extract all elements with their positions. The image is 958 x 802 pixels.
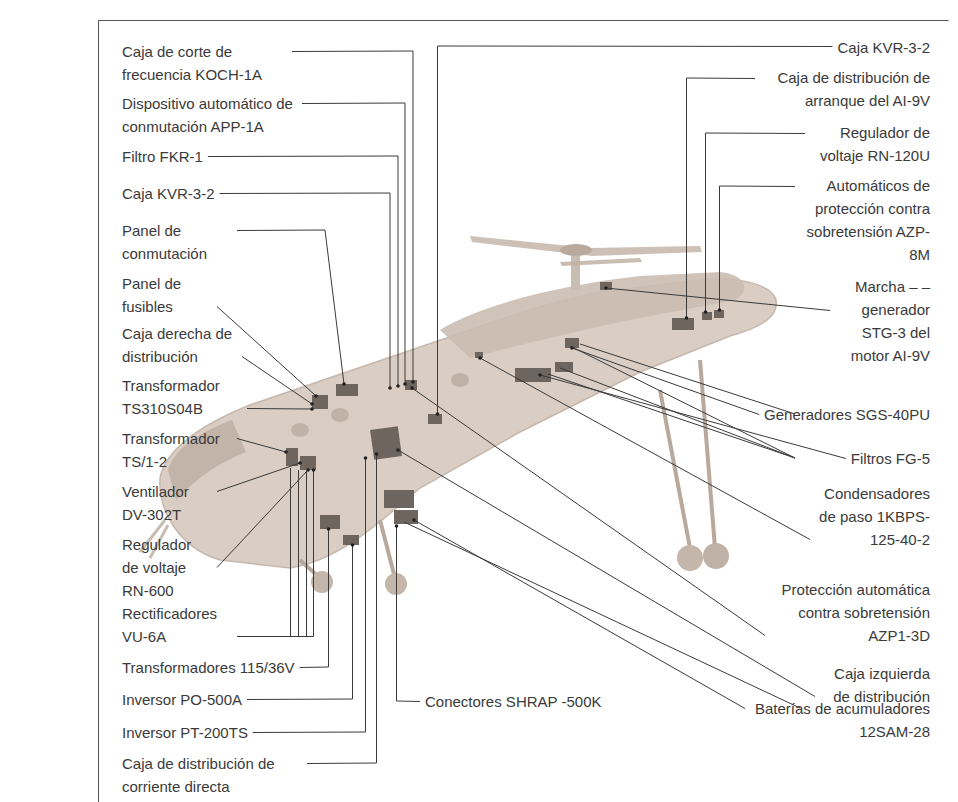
leader-line [247, 408, 312, 410]
leader-line [706, 133, 806, 312]
leader-dot [314, 394, 318, 398]
part-label: Panel de conmutación [122, 219, 232, 265]
leader-dot [364, 456, 368, 460]
part-label: Inversor PT-200TS [122, 721, 248, 744]
leader-line [414, 520, 745, 709]
leader-dot [410, 386, 414, 390]
part-label: Protección automática contra sobretensió… [770, 578, 930, 647]
part-label: Panel de fusibles [122, 272, 212, 318]
part-label: Transformadores 115/36V [122, 656, 295, 679]
part-label: Filtro FKR-1 [122, 145, 203, 168]
leader-dot [312, 468, 316, 472]
leader-line [412, 388, 765, 636]
part-label: Caja derecha de distribución [122, 322, 237, 368]
part-label: Caja de corte de frecuencia KOCH-1A [122, 40, 287, 86]
part-label: Generadores SGS-40PU [764, 403, 930, 426]
leader-line [687, 78, 756, 318]
part-label: Rectificadores VU-6A [122, 602, 232, 648]
leader-line [237, 470, 314, 637]
leader-dot [604, 286, 608, 290]
electrical-components [286, 282, 724, 545]
leader-line [307, 454, 377, 764]
leader-dot [310, 407, 314, 411]
part-label: Caja KVR-3-2 [122, 182, 215, 205]
leader-dot [375, 452, 379, 456]
leader-line [237, 230, 344, 384]
leader-dot [395, 524, 399, 528]
leader-dot [284, 450, 288, 454]
leader-dot [538, 373, 542, 377]
part-label: Transformador TS310S04B [122, 374, 242, 420]
part-label: Inversor PO-500A [122, 688, 242, 711]
leader-dot [396, 384, 400, 388]
part-label: Caja de distribución de arranque del AI-… [760, 66, 930, 112]
leader-line [217, 307, 316, 397]
leader-line [217, 463, 300, 492]
leader-dot [388, 386, 392, 390]
leader-dot [478, 356, 482, 360]
helicopter-body [140, 236, 776, 595]
leader-line [606, 288, 830, 311]
leader-dot [310, 402, 314, 406]
leader-line [397, 526, 421, 702]
part-label: Ventilador DV-302T [122, 480, 212, 526]
leader-dot [298, 461, 302, 465]
leader-dot [436, 412, 440, 416]
leader-line [253, 458, 366, 733]
leader-line [572, 348, 759, 415]
leader-line [237, 439, 286, 453]
part-label: Regulador de voltaje RN-120U [810, 121, 930, 167]
leader-line [438, 46, 833, 414]
part-label: Transformador TS/1-2 [122, 427, 232, 473]
leader-line [242, 357, 312, 405]
leader-dot [403, 382, 407, 386]
leader-line [217, 470, 308, 568]
leader-line [480, 358, 810, 540]
part-label: Baterías de acumuladores 12SAM-28 [750, 697, 930, 743]
part-label: Dispositivo automático de conmutación AP… [122, 92, 297, 138]
part-label: Regulador de voltaje RN-600 [122, 533, 212, 602]
part-label: Marcha – – generador STG-3 del motor AI-… [835, 275, 930, 367]
leader-branches [291, 344, 801, 708]
leader-line [247, 545, 352, 700]
leader-line [720, 186, 796, 310]
leader-line [292, 51, 413, 382]
part-label: Automáticos de protección contra sobrete… [800, 174, 930, 266]
part-label: Filtros FG-5 [851, 447, 930, 470]
frame [99, 21, 949, 802]
leader-dot [570, 346, 574, 350]
part-label: Caja KVR-3-2 [837, 36, 930, 59]
leader-dot [327, 527, 331, 531]
leader-dot [396, 448, 400, 452]
leader-dot [411, 380, 415, 384]
leader-dot [704, 310, 708, 314]
part-label: Caja de distribución de corriente direct… [122, 752, 302, 798]
part-label: Condensadores de paso 1KBPS-125-40-2 [815, 482, 930, 551]
leader-dot [306, 468, 310, 472]
leader-dot [342, 382, 346, 386]
part-label: Conectores SHRAP -500K [425, 690, 601, 713]
leader-dot [412, 518, 416, 522]
leader-dot [718, 308, 722, 312]
leader-line [300, 529, 329, 668]
leader-dot [685, 316, 689, 320]
leader-line [398, 450, 815, 697]
leader-line [208, 156, 398, 386]
leader-dot [351, 543, 355, 547]
